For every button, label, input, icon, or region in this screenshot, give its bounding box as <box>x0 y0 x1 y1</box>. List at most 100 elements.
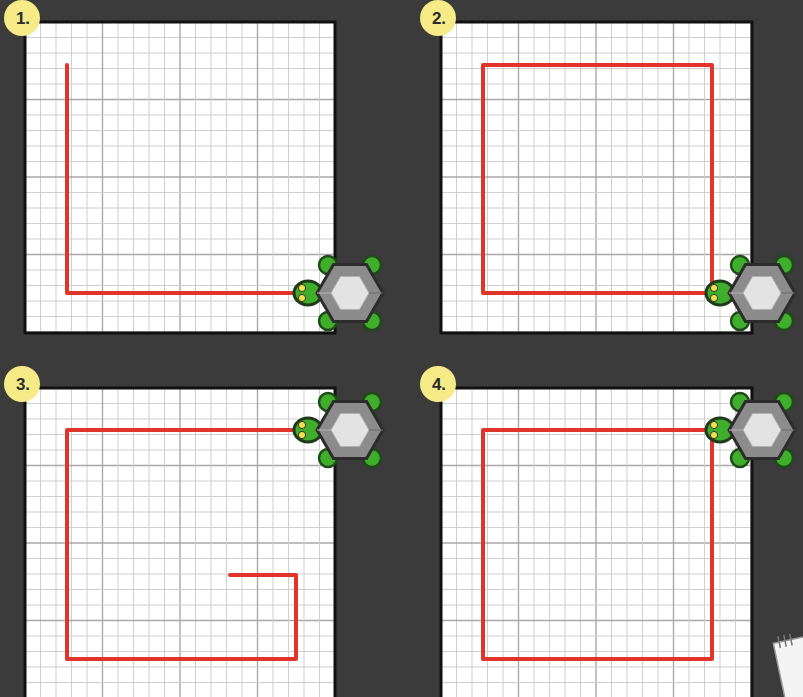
notepad-ring <box>784 635 786 647</box>
turtle-eye <box>298 294 305 301</box>
grid-line <box>25 285 335 286</box>
grid-line <box>25 682 335 683</box>
grid-line <box>441 223 752 224</box>
grid-border <box>25 22 335 333</box>
grid-line <box>25 667 335 668</box>
grid-line <box>441 542 752 543</box>
turtle-eye <box>298 284 305 291</box>
shell-ridge <box>317 293 331 294</box>
callout-number: 3. <box>16 376 30 393</box>
grid-line <box>226 22 227 333</box>
grid-border <box>441 22 752 333</box>
callout-number: 4. <box>432 376 446 393</box>
notepad-sheet <box>773 635 803 697</box>
grid-line <box>704 22 705 333</box>
grid-line <box>273 388 274 697</box>
grid-line <box>257 22 258 333</box>
grid-line <box>441 254 752 255</box>
grid-panel <box>441 388 752 697</box>
grid-line <box>441 316 752 317</box>
shell-ridge <box>781 293 795 294</box>
grid-line <box>658 22 659 333</box>
turtle-icon <box>294 256 383 330</box>
grid-line <box>441 208 752 209</box>
notepad-ring <box>778 636 780 648</box>
grid-line <box>627 388 628 697</box>
grid-line <box>441 574 752 575</box>
grid-border <box>25 388 335 697</box>
turtle-eye <box>710 284 717 291</box>
grid-line <box>242 388 243 697</box>
turtle-trail <box>483 65 712 293</box>
shell-ridge <box>729 293 743 294</box>
callout-badge <box>420 366 456 402</box>
grid-line <box>211 22 212 333</box>
grid-line <box>689 22 690 333</box>
grid-line <box>288 388 289 697</box>
shell-ridge <box>729 430 743 431</box>
grid-line <box>441 682 752 683</box>
turtle-icon <box>706 256 795 330</box>
grid-line <box>257 388 258 697</box>
turtle-trail <box>67 65 300 293</box>
turtle-eye <box>710 421 717 428</box>
callout-number: 1. <box>16 10 30 27</box>
turtle-eye <box>298 421 305 428</box>
grid-line <box>441 285 752 286</box>
grid-line <box>704 388 705 697</box>
callout-badge <box>420 0 456 36</box>
grid-line <box>25 651 335 652</box>
turtle-shell-top <box>743 414 781 447</box>
grid-border <box>441 388 752 697</box>
grid-line <box>658 388 659 697</box>
grid-line <box>441 605 752 606</box>
notepad-ring <box>790 634 792 646</box>
grid-line <box>441 301 752 302</box>
grid-line <box>441 636 752 637</box>
grid-line <box>273 22 274 333</box>
grid-paper <box>25 22 335 333</box>
grid-line <box>611 388 612 697</box>
grid-line <box>441 270 752 271</box>
notepad-icon <box>772 629 803 697</box>
grid-panel <box>441 22 752 333</box>
grid-line <box>689 388 690 697</box>
callout-badge <box>4 366 40 402</box>
turtle-trail <box>67 430 300 659</box>
grid-line <box>195 22 196 333</box>
grid-paper <box>441 22 752 333</box>
grid-line <box>441 589 752 590</box>
grid-line <box>242 22 243 333</box>
turtle-shell <box>729 264 795 321</box>
grid-line <box>611 22 612 333</box>
grid-paper <box>441 388 752 697</box>
callout-number: 2. <box>432 10 446 27</box>
grid-line <box>441 558 752 559</box>
turtle-eye <box>710 294 717 301</box>
grid-line <box>441 667 752 668</box>
grid-line <box>627 22 628 333</box>
grid-line <box>673 388 674 697</box>
grid-line <box>226 388 227 697</box>
grid-panel <box>25 22 335 333</box>
grid-line <box>441 651 752 652</box>
grid-line <box>642 388 643 697</box>
turtle-eye <box>710 431 717 438</box>
turtle-shell-top <box>331 414 369 447</box>
turtle-shell <box>317 401 383 458</box>
shell-ridge <box>369 293 383 294</box>
turtle-eye <box>298 431 305 438</box>
grid-line <box>288 22 289 333</box>
grid-panel <box>25 388 335 697</box>
grid-line <box>441 239 752 240</box>
callout-badge <box>4 0 40 36</box>
turtle-icon <box>706 393 795 467</box>
shell-ridge <box>781 430 795 431</box>
turtle-shell-top <box>331 277 369 310</box>
turtle-icon <box>294 393 383 467</box>
grid-line <box>25 316 335 317</box>
grid-paper <box>25 388 335 697</box>
turtle-trail <box>483 430 712 659</box>
